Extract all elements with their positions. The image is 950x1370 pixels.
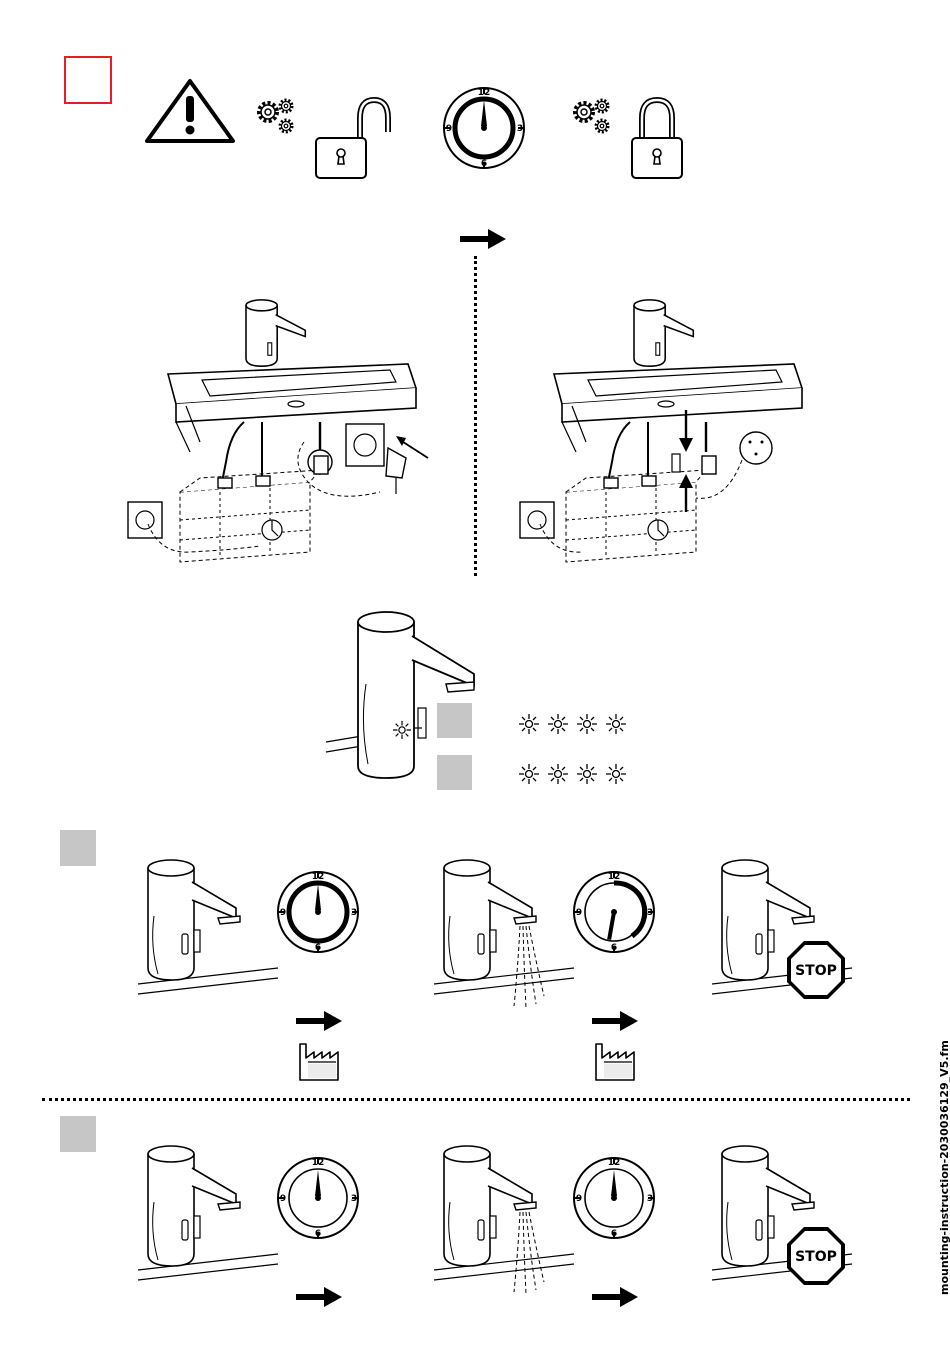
red-marker-square bbox=[64, 56, 112, 104]
basin-installation-power-supply bbox=[120, 292, 450, 577]
faucet-step-1 bbox=[148, 856, 268, 1006]
arrow-right-icon bbox=[592, 1010, 640, 1032]
faucet-step-2-flowing bbox=[444, 1142, 564, 1292]
vertical-dotted-divider bbox=[474, 256, 477, 576]
indicator-marker-b bbox=[437, 755, 472, 790]
clock-icon: 12 3 6 9 bbox=[442, 86, 526, 170]
indicator-marker-a bbox=[437, 703, 472, 738]
clock-number-12: 12 bbox=[312, 1158, 325, 1168]
clock-number-9: 9 bbox=[280, 908, 286, 918]
faucet-step-2-flowing bbox=[444, 856, 564, 1006]
clock-number-3: 3 bbox=[517, 124, 523, 134]
arrow-right-icon bbox=[460, 228, 508, 250]
basin-installation-battery bbox=[506, 292, 836, 577]
arrow-right-icon bbox=[296, 1286, 344, 1308]
stop-label: STOP bbox=[795, 963, 837, 979]
clock-number-6: 6 bbox=[611, 1229, 617, 1239]
stop-sign-icon: STOP bbox=[786, 940, 846, 1000]
padlock-closed-icon bbox=[630, 96, 686, 180]
clock-number-12: 12 bbox=[312, 872, 325, 882]
section-marker-1 bbox=[60, 830, 96, 866]
clock-icon: 12 3 6 9 bbox=[572, 870, 656, 954]
clock-number-3: 3 bbox=[647, 1194, 653, 1204]
clock-number-9: 9 bbox=[576, 908, 582, 918]
section-marker-2 bbox=[60, 1116, 96, 1152]
stop-label: STOP bbox=[795, 1249, 837, 1265]
faucet-step-1 bbox=[148, 1142, 268, 1292]
clock-number-6: 6 bbox=[315, 1229, 321, 1239]
clock-icon: 12 3 6 9 bbox=[276, 870, 360, 954]
clock-number-12: 12 bbox=[608, 1158, 621, 1168]
clock-number-12: 12 bbox=[478, 88, 491, 98]
factory-icon bbox=[300, 1044, 340, 1082]
clock-number-3: 3 bbox=[351, 1194, 357, 1204]
gears-icon bbox=[572, 98, 620, 138]
warning-triangle-icon bbox=[144, 78, 236, 144]
horizontal-dotted-divider bbox=[42, 1098, 910, 1101]
factory-icon bbox=[596, 1044, 636, 1082]
arrow-right-icon bbox=[592, 1286, 640, 1308]
blinking-led-icon bbox=[518, 762, 630, 788]
gears-icon bbox=[256, 98, 304, 138]
clock-number-9: 9 bbox=[446, 124, 452, 134]
clock-number-6: 6 bbox=[315, 943, 321, 953]
clock-number-3: 3 bbox=[351, 908, 357, 918]
blinking-led-icon bbox=[518, 712, 630, 738]
padlock-open-icon bbox=[314, 96, 396, 180]
faucet-led-indicator bbox=[322, 604, 482, 780]
clock-number-9: 9 bbox=[576, 1194, 582, 1204]
footer-filename: mounting-instruction-2030036129_V5.fm bbox=[938, 1040, 950, 1295]
clock-number-3: 3 bbox=[647, 908, 653, 918]
clock-number-12: 12 bbox=[608, 872, 621, 882]
clock-number-6: 6 bbox=[481, 159, 487, 169]
clock-number-9: 9 bbox=[280, 1194, 286, 1204]
clock-icon: 12 3 6 9 bbox=[572, 1156, 656, 1240]
stop-sign-icon: STOP bbox=[786, 1226, 846, 1286]
arrow-right-icon bbox=[296, 1010, 344, 1032]
clock-icon: 12 3 6 9 bbox=[276, 1156, 360, 1240]
clock-number-6: 6 bbox=[611, 943, 617, 953]
